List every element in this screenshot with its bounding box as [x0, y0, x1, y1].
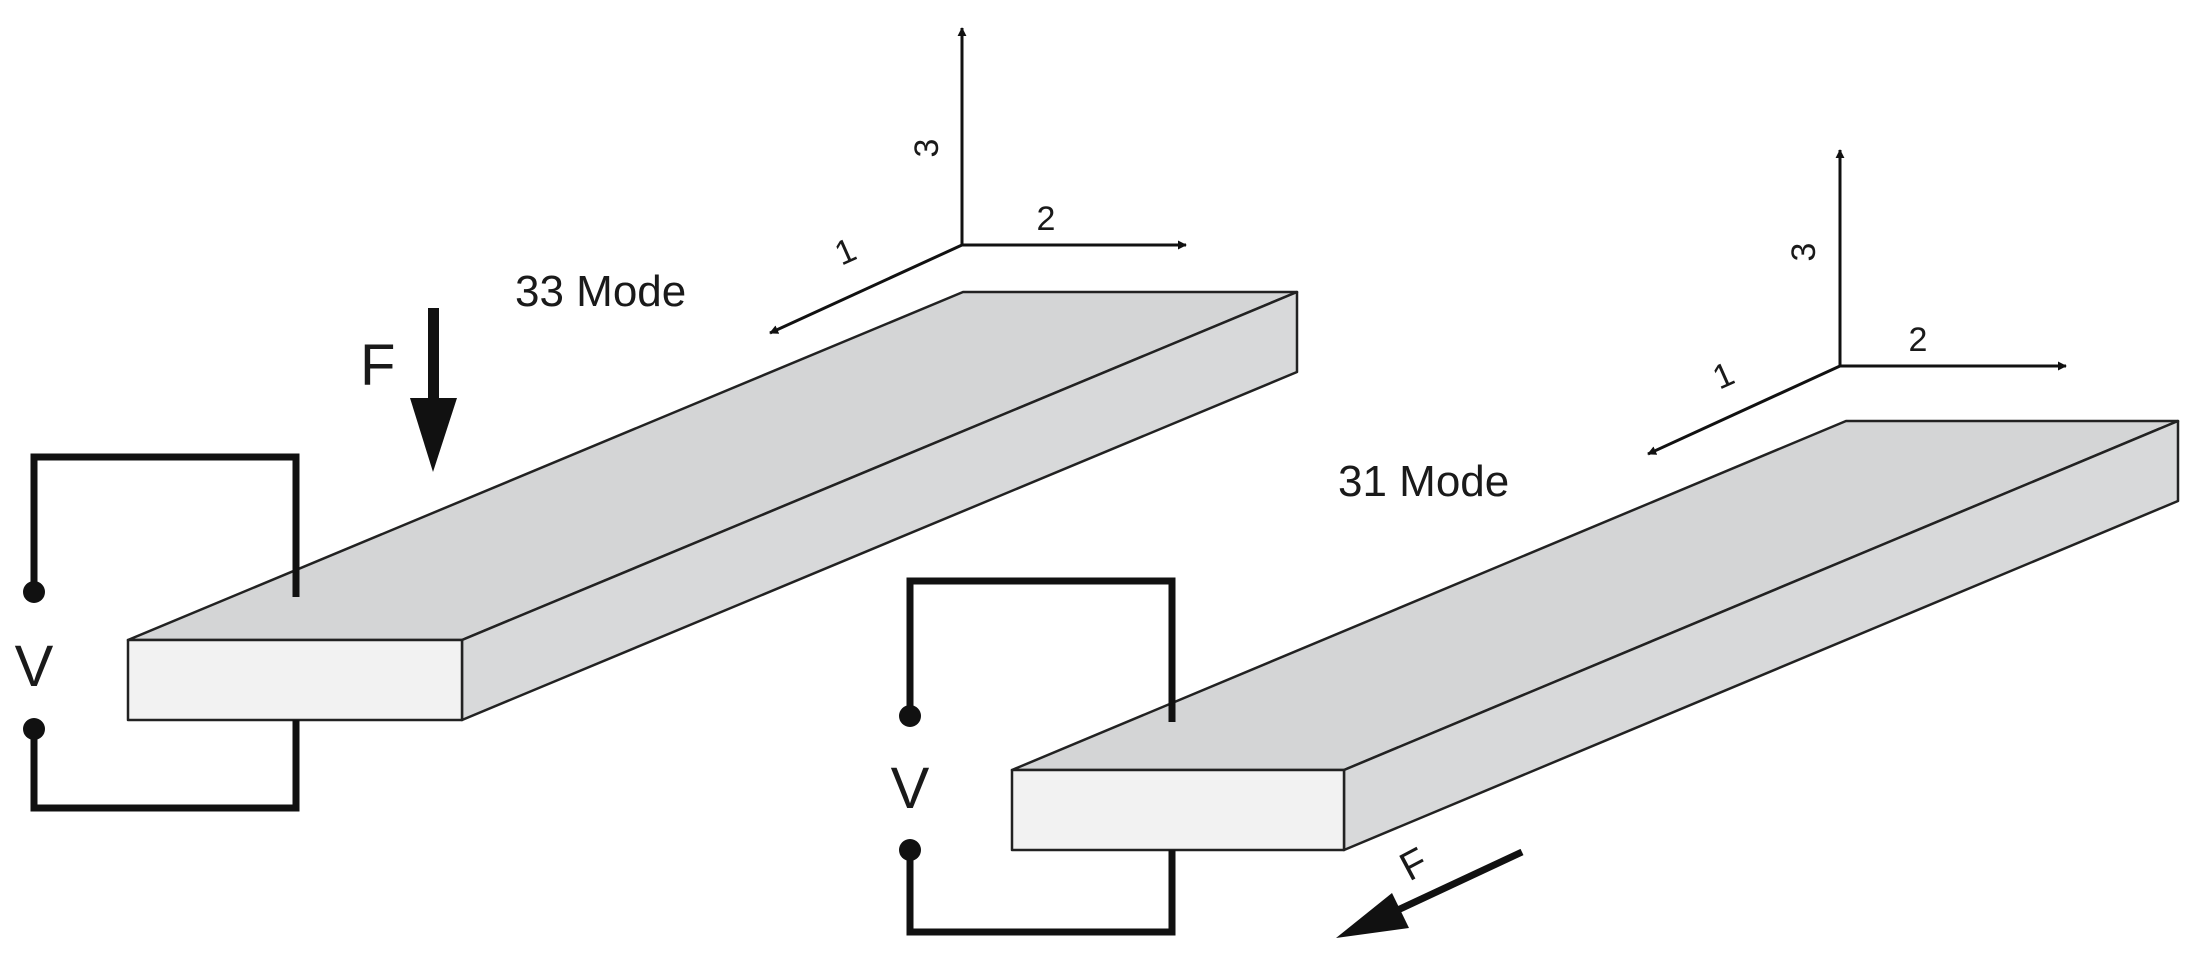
mode31-bottom-wire	[906, 850, 1176, 936]
mode31-axis2-label: 2	[1909, 321, 1928, 359]
mode31-beam-front	[1010, 768, 1346, 852]
mode33-force-label: F	[360, 333, 395, 398]
mode33-bottom-wire	[30, 720, 300, 812]
mode31-group: 3 2 1 31 Mode V F	[891, 149, 2180, 938]
mode31-axis3-label: 3	[1785, 243, 1823, 262]
mode31-force-arrow	[1336, 848, 1524, 938]
mode31-top-terminal	[899, 705, 921, 727]
mode31-beam	[1010, 419, 2180, 852]
mode33-top-wire	[30, 453, 300, 597]
mode31-axis1-label: 1	[1707, 355, 1740, 397]
mode31-axis1-arrow	[1647, 364, 1841, 456]
mode31-circuit: V	[891, 577, 1176, 936]
mode33-axes: 3 2 1	[769, 27, 1187, 335]
mode31-force-label: F	[1393, 839, 1435, 889]
mode33-axis1-label: 1	[829, 231, 862, 273]
mode33-label: 33 Mode	[515, 267, 686, 316]
mode33-beam	[126, 290, 1299, 722]
mode31-voltage-label: V	[891, 756, 930, 821]
mode31-axes: 3 2 1	[1647, 149, 2067, 456]
mode31-label: 31 Mode	[1338, 457, 1509, 506]
mode33-circuit: V	[15, 453, 300, 812]
mode31-bottom-terminal	[899, 839, 921, 861]
mode33-top-terminal	[23, 581, 45, 603]
mode33-axis1-arrow	[769, 243, 963, 335]
mode33-beam-front	[126, 638, 464, 722]
mode33-voltage-label: V	[15, 634, 54, 699]
mode33-force-arrow	[410, 308, 457, 472]
mode31-top-wire	[906, 577, 1176, 722]
mode33-axis3-label: 3	[908, 139, 946, 158]
mode33-axis2-label: 2	[1037, 200, 1056, 238]
mode33-bottom-terminal	[23, 718, 45, 740]
mode33-group: 3 2 1 33 Mode F V	[15, 27, 1299, 812]
